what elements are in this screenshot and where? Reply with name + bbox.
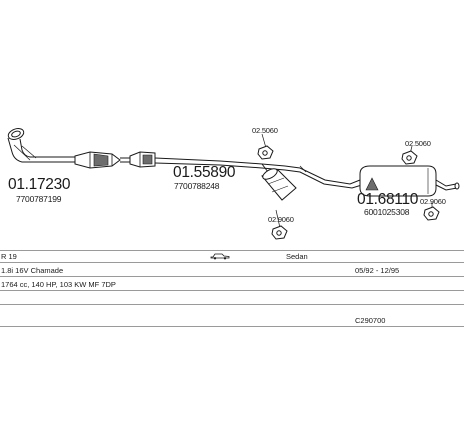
clamp-label-bottom-right: 02.9060: [420, 197, 446, 206]
part-ref-rear: 6001025308: [364, 207, 410, 217]
vehicle-model: R 19: [1, 252, 17, 261]
sedan-car-icon: [210, 251, 230, 262]
vehicle-specs: 1764 cc, 140 HP, 103 KW MF 7DP: [1, 280, 116, 289]
exhaust-diagram: [7, 127, 460, 240]
part-number-downpipe: 01.17230: [8, 176, 71, 193]
table-divider: [0, 304, 464, 305]
table-divider: [0, 290, 464, 291]
hanger-clamp-top-left[interactable]: [257, 133, 274, 160]
vehicle-body-type: Sedan: [286, 252, 308, 261]
clamp-label-top-right: 02.5060: [405, 139, 431, 148]
clamp-label-top-left: 02.5060: [252, 126, 278, 135]
table-divider: [0, 276, 464, 277]
vehicle-period: 05/92 - 12/95: [355, 266, 400, 275]
hanger-clamp-bottom-right[interactable]: [423, 202, 440, 221]
table-divider: [0, 262, 464, 263]
vehicle-engine: 1.8i 16V Chamade: [1, 266, 64, 275]
part-ref-downpipe: 7700787199: [16, 194, 62, 204]
part-ref-middle: 7700788248: [174, 181, 220, 191]
connecting-pipe-part[interactable]: [284, 165, 366, 189]
vehicle-code: C290700: [355, 316, 386, 325]
front-silencer-part[interactable]: [74, 151, 130, 169]
part-number-middle: 01.55890: [173, 164, 236, 181]
table-divider: [0, 326, 464, 327]
middle-silencer-part[interactable]: [261, 167, 297, 201]
table-divider: [0, 250, 464, 251]
rear-silencer-part[interactable]: [359, 165, 460, 197]
downpipe-part[interactable]: [7, 127, 75, 163]
hanger-clamp-top-right[interactable]: [401, 145, 418, 165]
hanger-clamp-bottom-mid[interactable]: [271, 209, 288, 240]
part-number-rear: 01.68110: [357, 191, 419, 208]
clamp-label-bottom-mid: 02.9060: [268, 215, 294, 224]
